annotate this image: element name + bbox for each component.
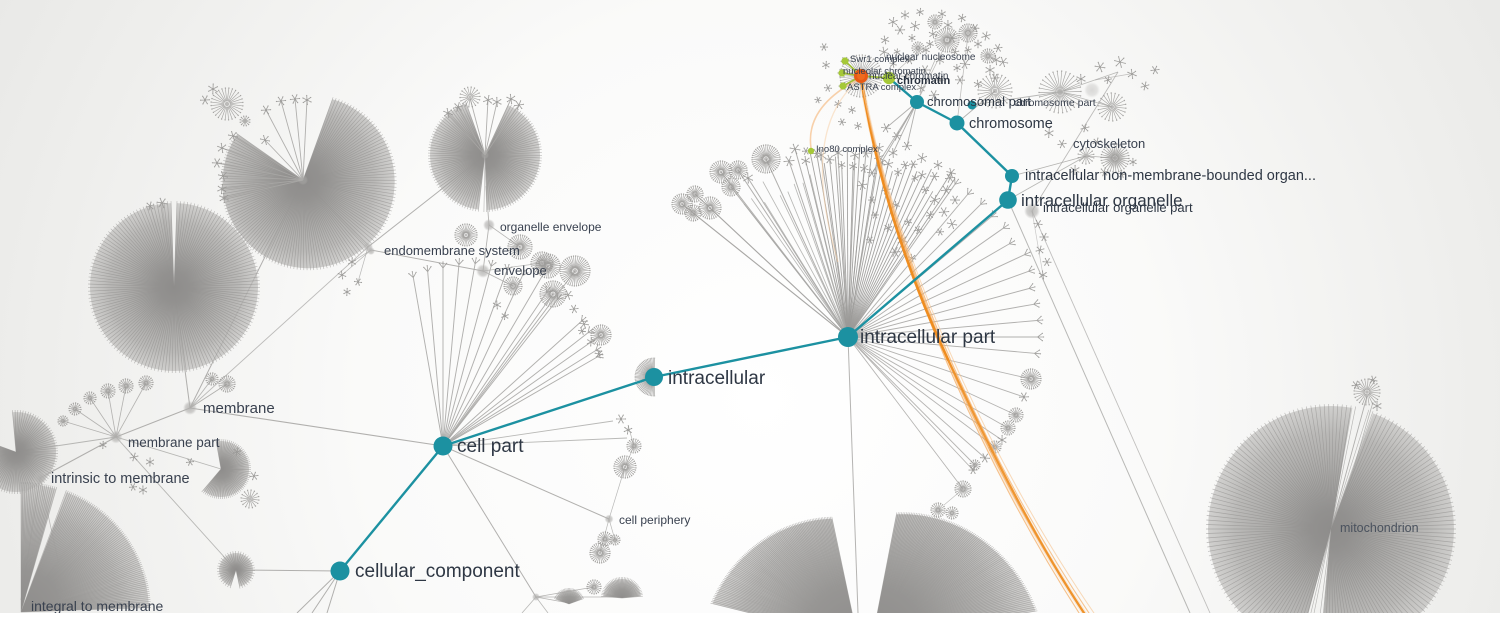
svg-text:intracellular organelle part: intracellular organelle part [1043,200,1193,215]
svg-text:ASTRA complex: ASTRA complex [847,82,916,93]
svg-text:chromosomal part: chromosomal part [927,94,1031,109]
svg-text:mitochondrion: mitochondrion [1340,521,1419,535]
svg-text:cell part: cell part [457,436,524,457]
svg-text:intracellular organelle: intracellular organelle [1021,191,1183,210]
svg-text:Swr1 complex: Swr1 complex [850,54,910,65]
svg-text:chromosome: chromosome [969,116,1053,132]
svg-text:intracellular: intracellular [668,368,766,389]
svg-text:nuclear nucleosome: nuclear nucleosome [886,52,976,63]
svg-text:cellular_component: cellular_component [355,561,520,582]
svg-text:endomembrane system: endomembrane system [384,243,520,258]
svg-text:Ino80 complex: Ino80 complex [816,144,878,155]
svg-text:nuclear chromatin: nuclear chromatin [869,71,948,82]
svg-text:envelope: envelope [494,263,547,278]
svg-text:cytoskeleton: cytoskeleton [1073,136,1145,151]
svg-text:intracellular part: intracellular part [860,327,996,348]
svg-text:intracellular non-membrane-bou: intracellular non-membrane-bounded organ… [1025,168,1316,184]
svg-text:chromatin: chromatin [897,75,950,87]
svg-text:membrane part: membrane part [128,435,220,450]
svg-text:chromosome part: chromosome part [1014,97,1096,109]
svg-text:integral to membrane: integral to membrane [31,598,164,613]
svg-text:nucleolar chromatin: nucleolar chromatin [843,66,926,77]
svg-text:cell periphery: cell periphery [619,513,690,527]
svg-text:intrinsic to membrane: intrinsic to membrane [51,471,190,487]
svg-text:membrane: membrane [203,400,275,417]
svg-text:organelle envelope: organelle envelope [500,220,602,234]
